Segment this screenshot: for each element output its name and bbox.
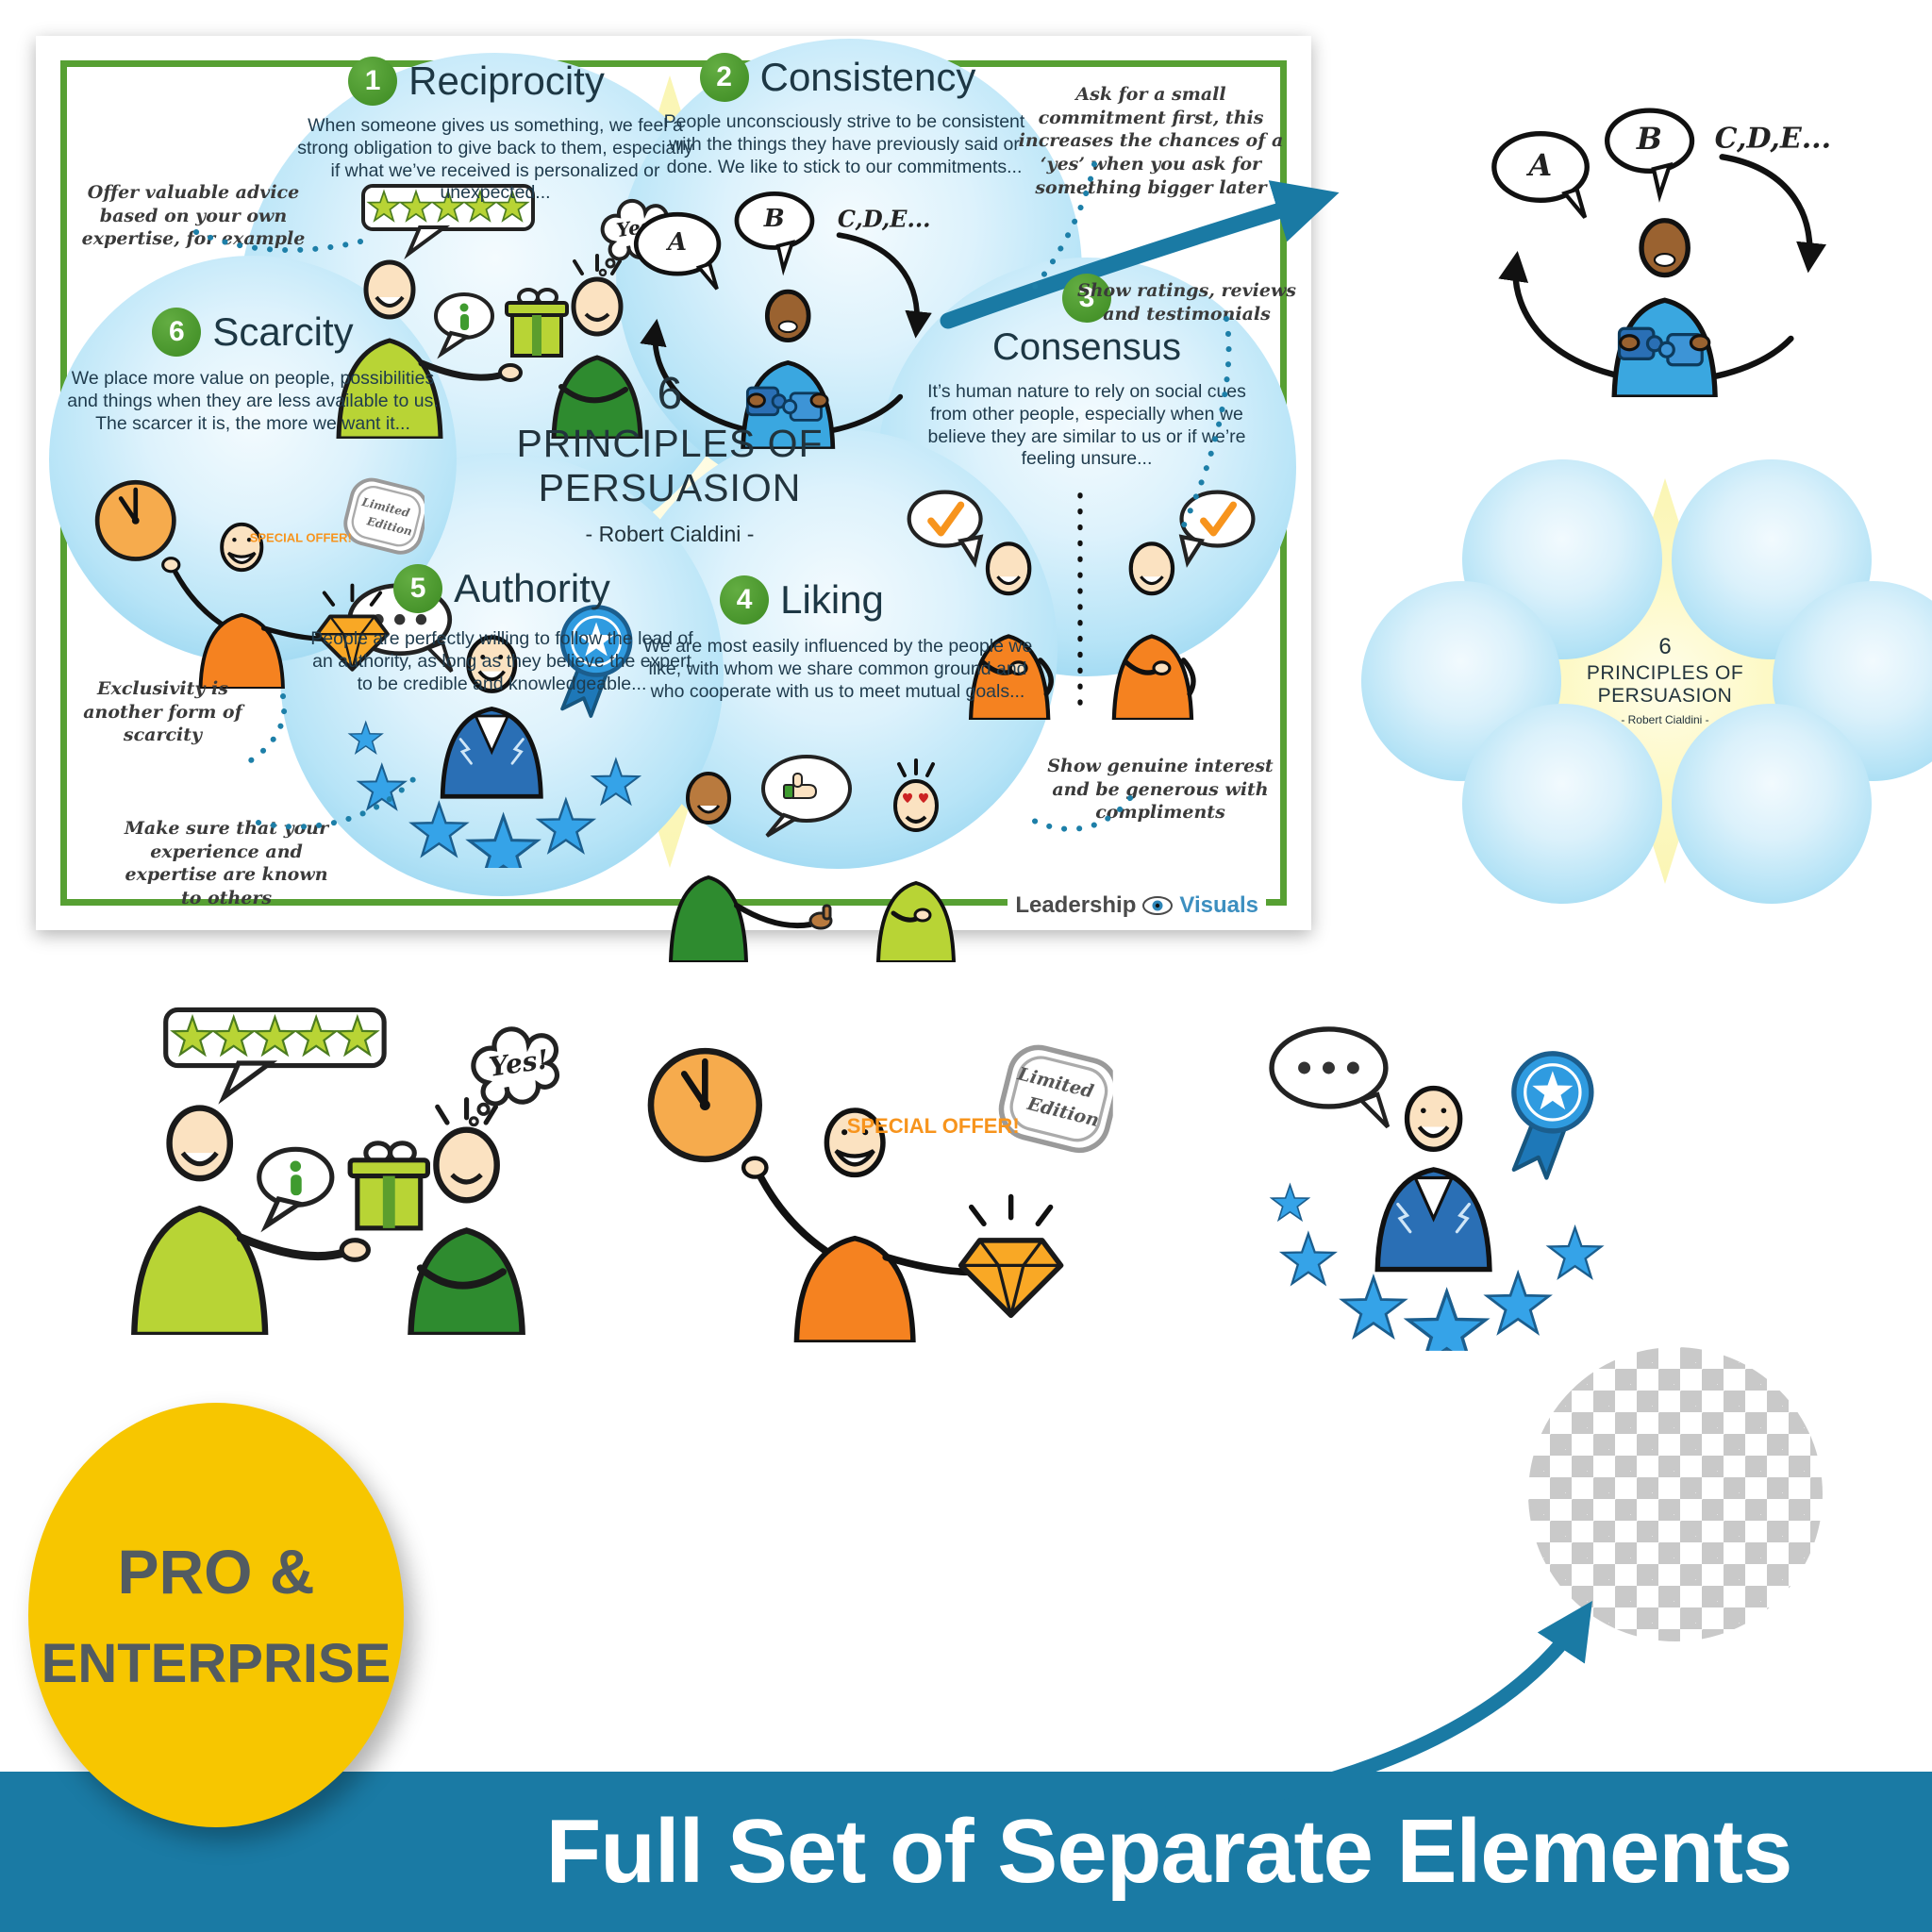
cde-text: C,D,E... [837,205,931,233]
logo-word1: Leadership [1015,892,1137,918]
title-liking: Liking [780,577,884,622]
reciprocity-illustration-large: Yes! [57,995,566,1335]
title-consistency: Consistency [759,55,976,99]
center-number: 6 [657,369,683,419]
consistency-illustration-large: A B C,D,E... [1457,94,1882,397]
speech-b-text-large: B [1636,121,1662,158]
speech-a-text-large: A [1528,146,1553,183]
poster-card: 6 PRINCIPLES OF PERSUASION - Robert Cial… [36,36,1311,930]
mini-center-author: - Robert Cialdini - [1621,713,1709,726]
mini-center-line1: PRINCIPLES OF [1586,662,1744,684]
number-badge-5: 5 [393,564,443,613]
eye-icon [1142,896,1174,915]
note-consensus: Show ratings, reviews and testimonials [1076,280,1297,325]
center-title-line1: PRINCIPLES OF [516,422,824,465]
authority-scene-graphic-large [1272,1029,1601,1365]
body-consensus: It’s human nature to rely on social cues… [927,381,1246,470]
scarcity-illustration-large: SPECIAL OFFER! Limited Edition [613,1009,1113,1342]
title-reciprocity: Reciprocity [408,58,605,103]
mini-center-title: 6 PRINCIPLES OF PERSUASION - Robert Cial… [1547,634,1783,726]
leadership-visuals-logo: Leadership Visuals [1008,891,1266,921]
title-authority: Authority [454,566,610,610]
note-scarcity: Exclusivity is another form of scarcity [83,678,242,746]
badge-line2: ENTERPRISE [41,1632,391,1694]
number-badge-1: 1 [348,57,398,106]
cde-text-large: C,D,E... [1714,122,1832,156]
center-title-line2: PERSUASION [538,466,802,509]
speech-a-text: A [667,227,688,257]
liking-scene-graphic [671,757,954,962]
title-consensus: Consensus [991,326,1182,368]
big-blue-arrow-icon [940,180,1340,329]
special-offer-text: SPECIAL OFFER! [249,530,352,545]
body-scarcity: We place more value on people, possibili… [67,368,439,434]
badge-line1: PRO & [117,1536,315,1607]
bottom-blue-arrow-icon [1096,1600,1592,1828]
mini-bubble-5 [1462,704,1662,904]
header-liking: 4 Liking [594,575,1009,625]
note-consistency: Ask for a small commitment first, this i… [1018,84,1284,198]
speech-b-text: B [763,205,785,234]
scarcity-illustration-small: SPECIAL OFFER! Limited Edition [71,453,425,689]
body-reciprocity: When someone gives us something, we feel… [297,115,693,204]
header-consistency: 2 Consistency [630,53,1045,102]
body-authority: People are perfectly willing to follow t… [310,628,693,694]
mini-center-line2: PERSUASION [1597,685,1733,707]
number-badge-4: 4 [720,575,770,625]
authority-illustration-large [1245,1005,1632,1351]
mini-center-number: 6 [1658,634,1672,659]
special-offer-text-large: SPECIAL OFFER! [846,1113,1020,1138]
note-authority: Make sure that your experience and exper… [124,818,329,909]
title-scarcity: Scarcity [212,309,354,354]
body-liking: We are most easily influenced by the peo… [642,636,1033,702]
logo-word2: Visuals [1179,892,1258,918]
number-badge-2: 2 [699,53,749,102]
header-reciprocity: 1 Reciprocity [269,57,684,106]
pro-enterprise-badge: PRO & ENTERPRISE [28,1403,404,1827]
transparency-checker-circle [1528,1347,1823,1641]
consistency-illustration-small: A B C,D,E... [604,179,981,449]
header-authority: 5 Authority [294,564,709,613]
header-scarcity: 6 Scarcity [55,308,451,357]
note-reciprocity: Offer valuable advice based on your own … [81,182,306,250]
mini-bubble-6 [1672,704,1872,904]
center-author: - Robert Cialdini - [585,522,755,546]
liking-illustration [625,736,1003,962]
number-badge-6: 6 [152,308,202,357]
body-consistency: People unconsciously strive to be consis… [663,111,1025,177]
poster-center-title: 6 PRINCIPLES OF PERSUASION - Robert Cial… [500,368,840,547]
note-liking: Show genuine interest and be generous wi… [1047,756,1274,824]
